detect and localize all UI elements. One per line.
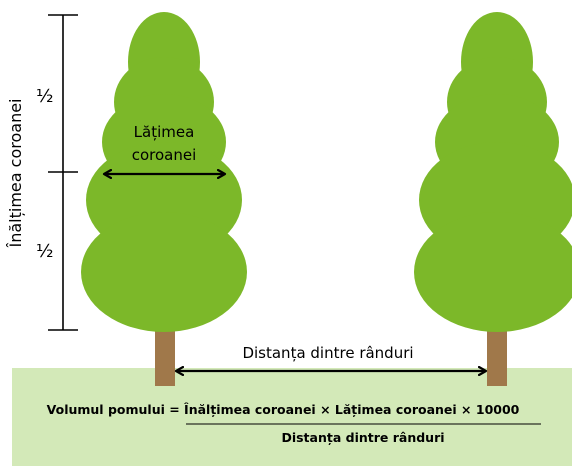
half-top-label: ½ [36, 86, 53, 107]
left-tree [81, 12, 247, 386]
formula-numerator: Volumul pomului = Înălțimea coroanei × L… [47, 402, 520, 417]
right-tree-crown [414, 12, 572, 332]
right-tree [414, 12, 572, 386]
row-distance-label: Distanța dintre rânduri [242, 344, 413, 362]
right-tree-trunk [487, 320, 507, 386]
left-tree-trunk [155, 320, 175, 386]
half-bottom-label: ½ [36, 241, 53, 262]
ground-band [12, 368, 572, 466]
crown-width-label-line2: coroanei [132, 146, 197, 164]
crown-height-label: Înălțimea coroanei [6, 99, 25, 249]
crown-height-dimension [48, 14, 78, 331]
left-tree-crown [81, 12, 247, 332]
formula-denominator: Distanța dintre rânduri [281, 430, 444, 445]
crown-width-label-line1: Lățimea [134, 123, 195, 141]
